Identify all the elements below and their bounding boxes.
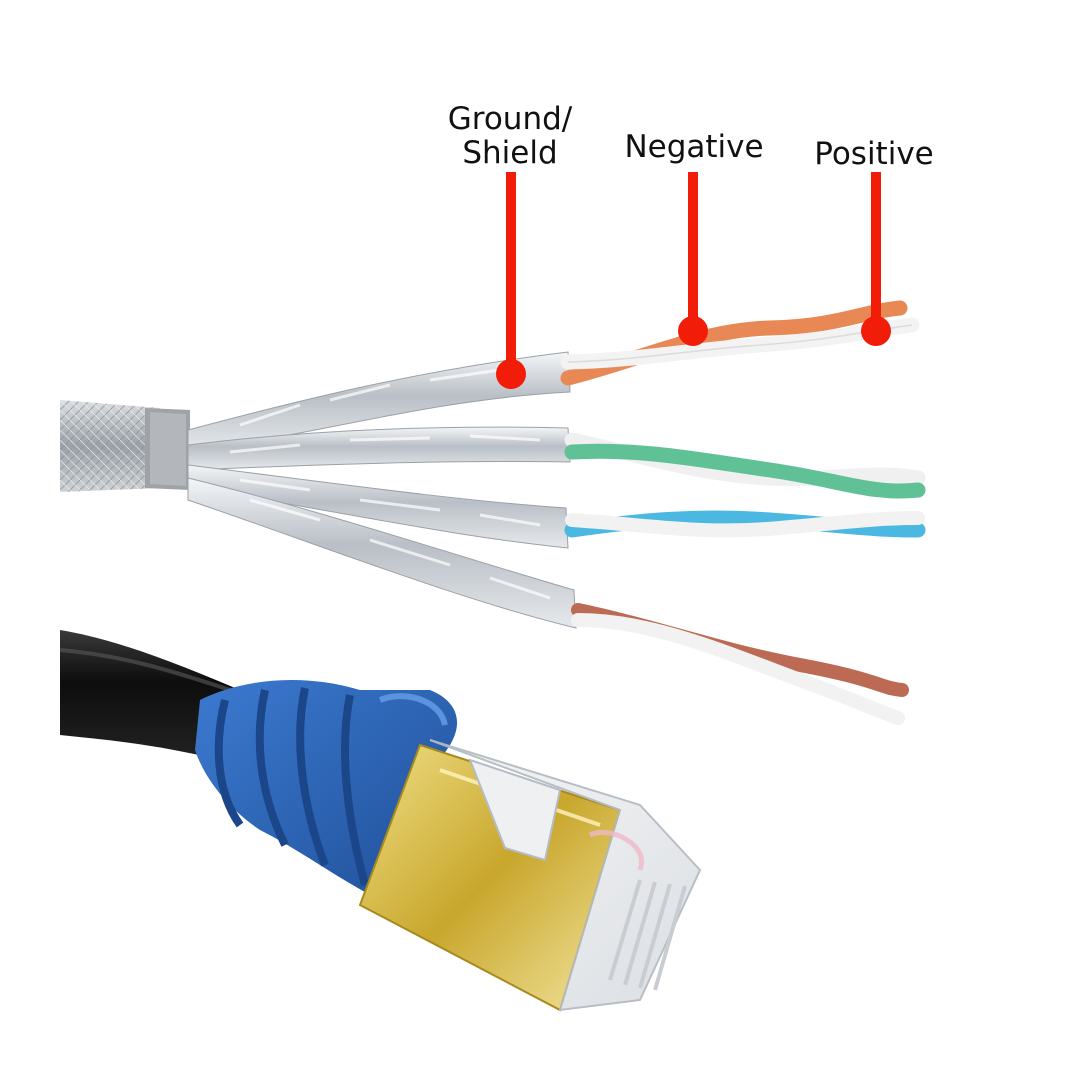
- callout-positive-marker: [861, 172, 891, 346]
- rj45-clear-body: [429, 739, 702, 1012]
- label-negative: Negative: [616, 130, 772, 164]
- orange-pair: [560, 300, 920, 386]
- label-negative-text: Negative: [624, 129, 764, 165]
- label-ground-line-1: Ground/: [447, 101, 573, 137]
- jacket-ring: [145, 408, 190, 490]
- brown-pair: [571, 603, 909, 725]
- foil-pair-3: [187, 464, 569, 549]
- green-pair: [564, 432, 926, 499]
- label-positive-text: Positive: [814, 136, 934, 172]
- braided-shield: [60, 400, 160, 492]
- label-positive: Positive: [806, 137, 942, 171]
- black-cable: [59, 630, 240, 760]
- callout-negative-marker: [678, 172, 708, 346]
- label-ground-line-2: Shield: [462, 135, 558, 171]
- callout-ground-marker: [496, 172, 526, 389]
- blue-pair: [564, 510, 926, 538]
- foil-pair-2: [187, 426, 571, 471]
- label-ground-shield: Ground/ Shield: [436, 102, 584, 170]
- foil-pair-4: [187, 477, 577, 629]
